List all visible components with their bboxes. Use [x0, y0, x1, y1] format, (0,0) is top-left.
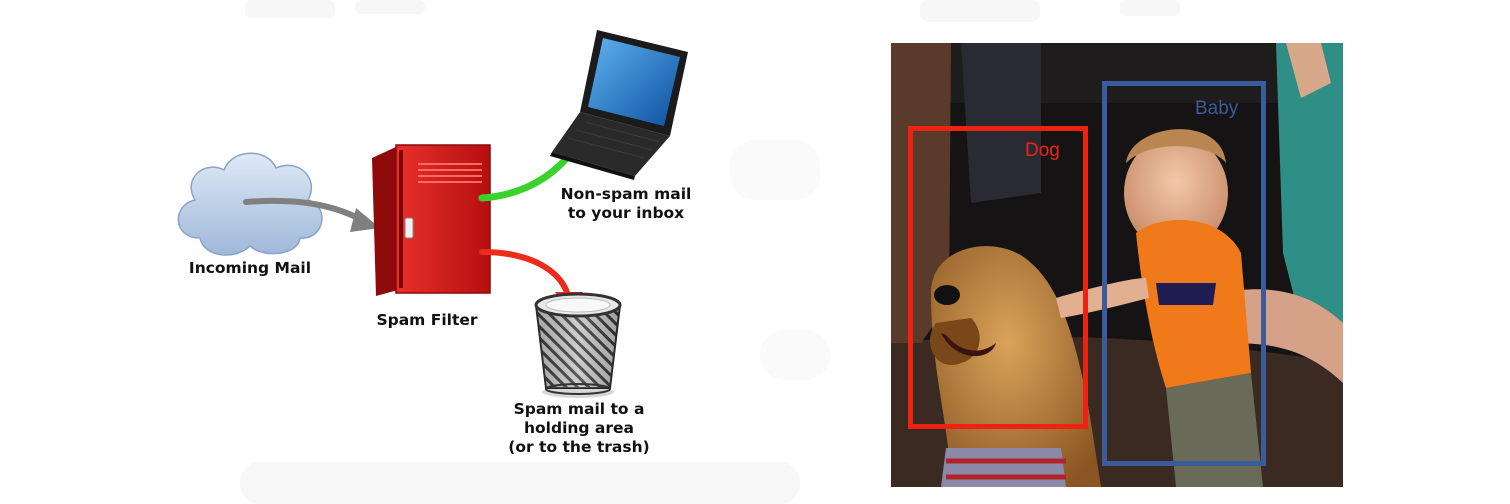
incoming-mail-label: Incoming Mail: [188, 259, 312, 277]
dog-box-label: Dog: [1025, 140, 1060, 161]
nonspam-label: Non-spam mail to your inbox: [536, 185, 716, 223]
red-locker-icon: [372, 144, 491, 296]
incoming-arrow: [243, 197, 380, 232]
photo-illustration: [891, 43, 1343, 487]
laptop-icon: [550, 30, 688, 180]
nonspam-label-line-2: to your inbox: [567, 204, 685, 222]
spam-label-line-2: holding area: [523, 419, 634, 437]
spam-label-line-1: Spam mail to a: [513, 400, 645, 418]
trash-can-icon: [534, 292, 622, 398]
spam-filter-label: Spam Filter: [376, 311, 478, 329]
baby-bounding-box: [1102, 81, 1266, 466]
dog-bounding-box: [908, 126, 1088, 429]
spam-label-line-3: (or to the trash): [508, 438, 650, 456]
spam-filter-diagram: [177, 30, 688, 398]
spam-label: Spam mail to a holding area (or to the t…: [484, 400, 674, 457]
baby-box-label: Baby: [1195, 98, 1239, 119]
detection-photo: Dog Baby: [891, 43, 1343, 487]
nonspam-label-line-1: Non-spam mail: [560, 185, 692, 203]
